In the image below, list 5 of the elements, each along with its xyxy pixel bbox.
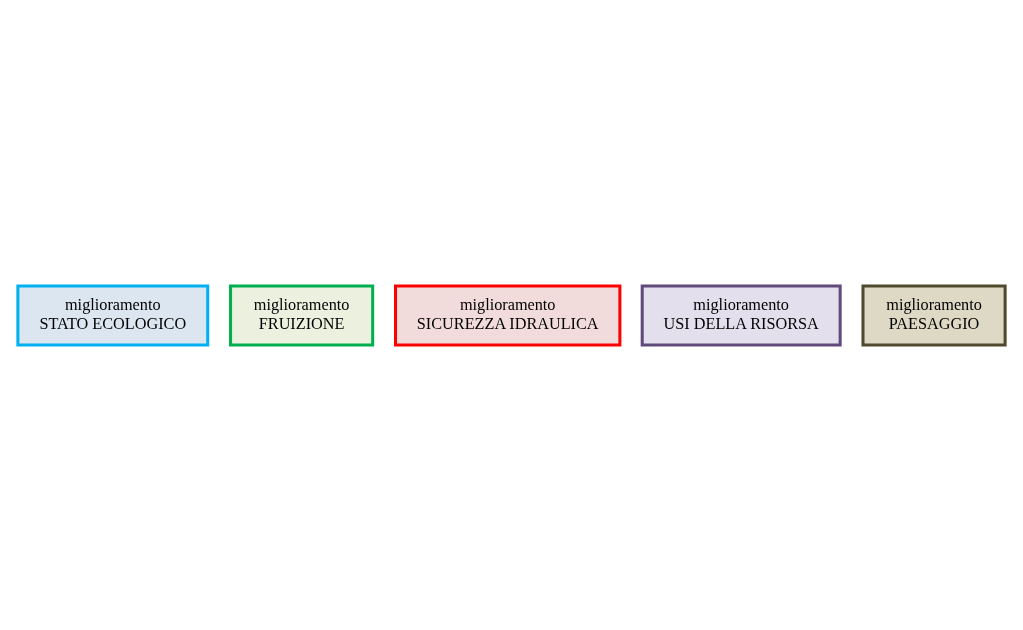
node-box: miglioramento USI DELLA RISORSA bbox=[640, 284, 842, 346]
node-box: miglioramento FRUIZIONE bbox=[229, 284, 375, 346]
node-box: miglioramento SICUREZZA IDRAULICA bbox=[394, 284, 622, 346]
node-box: miglioramento STATO ECOLOGICO bbox=[16, 284, 210, 346]
node-box: miglioramento PAESAGGIO bbox=[861, 284, 1007, 346]
